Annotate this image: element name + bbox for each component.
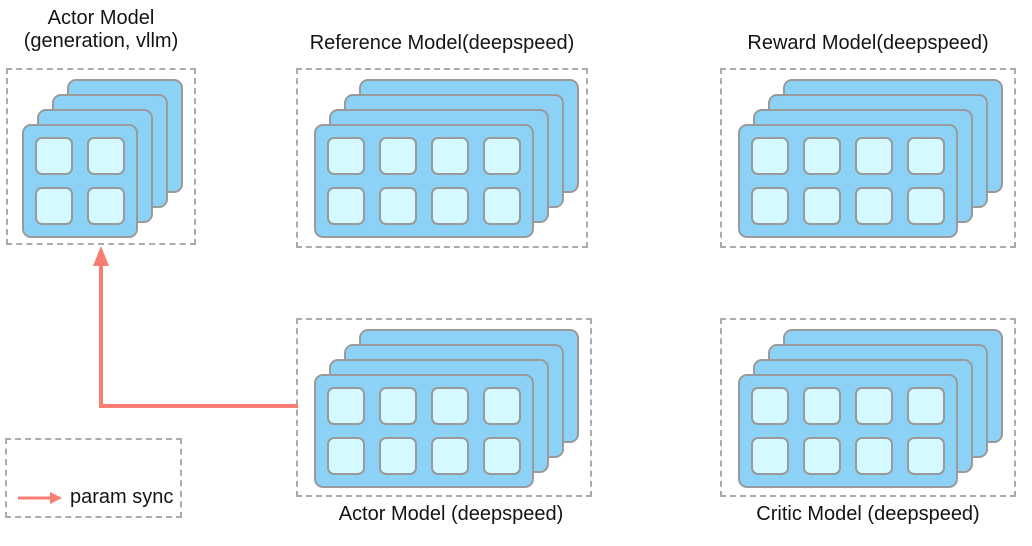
param-sync-legend-arrow-icon — [18, 491, 62, 504]
gpu-cell — [907, 137, 945, 175]
gpu-cell — [35, 187, 73, 225]
actor-model-deepspeed-box — [296, 318, 592, 497]
title-line-1: Actor Model — [47, 7, 155, 29]
panel-title-reward-model: Reward Model(deepspeed) — [747, 32, 989, 54]
gpu-cell — [483, 437, 521, 475]
panel-title-actor-model-deepspeed: Actor Model (deepspeed) — [338, 503, 564, 525]
gpu-card-front — [22, 124, 138, 238]
gpu-cell — [803, 187, 841, 225]
gpu-cell — [379, 137, 417, 175]
panel-title-critic-model: Critic Model (deepspeed) — [756, 503, 980, 525]
gpu-cell — [327, 387, 365, 425]
gpu-cell — [803, 437, 841, 475]
gpu-cell — [87, 137, 125, 175]
gpu-cell — [35, 137, 73, 175]
gpu-cell — [751, 137, 789, 175]
gpu-cell — [431, 437, 469, 475]
gpu-cell — [327, 187, 365, 225]
gpu-cell — [379, 187, 417, 225]
gpu-cell — [327, 437, 365, 475]
gpu-card-front — [738, 374, 958, 488]
gpu-cell — [87, 187, 125, 225]
gpu-cell — [751, 187, 789, 225]
gpu-card-front — [314, 374, 534, 488]
reference-model-box — [296, 68, 588, 248]
legend-label: param sync — [70, 486, 174, 508]
gpu-cell — [379, 387, 417, 425]
reward-model-box — [720, 68, 1016, 248]
gpu-cell — [431, 387, 469, 425]
gpu-cell — [803, 137, 841, 175]
gpu-card-front — [738, 124, 958, 238]
gpu-cell — [379, 437, 417, 475]
gpu-card-front — [314, 124, 534, 238]
critic-model-box — [720, 318, 1016, 497]
actor-vllm-box — [6, 68, 196, 245]
panel-title-reference-model: Reference Model(deepspeed) — [309, 32, 575, 54]
gpu-cell — [483, 137, 521, 175]
gpu-cell — [327, 137, 365, 175]
param-sync-arrow-line — [99, 262, 298, 408]
gpu-cell — [483, 387, 521, 425]
gpu-cell — [431, 137, 469, 175]
gpu-cell — [855, 437, 893, 475]
panel-title-actor-vllm: Actor Model (generation, vllm) — [6, 7, 196, 53]
gpu-cell — [907, 437, 945, 475]
legend-box: param sync — [5, 438, 182, 518]
gpu-cell — [483, 187, 521, 225]
gpu-cell — [803, 387, 841, 425]
gpu-cell — [907, 187, 945, 225]
gpu-cell — [855, 387, 893, 425]
param-sync-arrowhead-icon — [93, 246, 109, 266]
gpu-cell — [855, 137, 893, 175]
gpu-cell — [431, 187, 469, 225]
legend-row: param sync — [17, 486, 173, 509]
gpu-cell — [751, 387, 789, 425]
gpu-cell — [751, 437, 789, 475]
gpu-cell — [855, 187, 893, 225]
gpu-cell — [907, 387, 945, 425]
title-line-2: (generation, vllm) — [23, 30, 179, 52]
